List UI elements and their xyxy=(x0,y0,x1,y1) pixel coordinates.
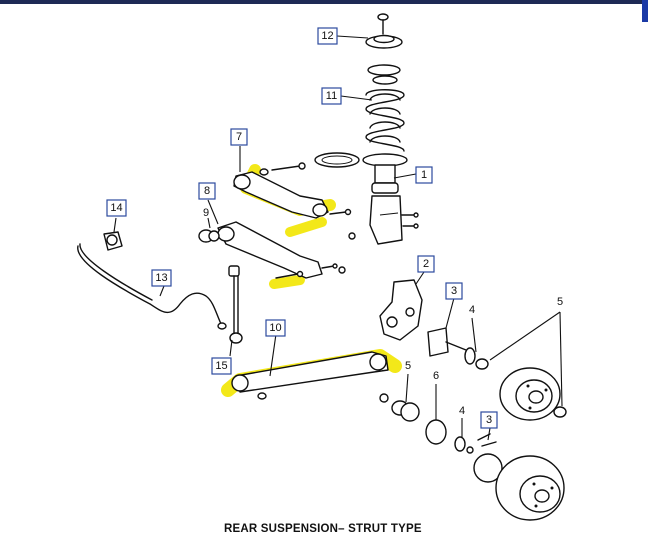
svg-text:2: 2 xyxy=(423,258,429,270)
stabilizer-link xyxy=(217,265,243,344)
svg-text:4: 4 xyxy=(469,304,475,316)
callout-9: 9 xyxy=(203,207,209,219)
steering-knuckle xyxy=(379,279,423,341)
svg-text:6: 6 xyxy=(433,370,439,382)
callout-4-lower: 4 xyxy=(459,405,465,417)
callout-11: 11 xyxy=(321,87,342,105)
svg-text:13: 13 xyxy=(155,272,167,284)
lower-control-arm xyxy=(198,221,356,279)
stabilizer-bar xyxy=(77,243,223,327)
stabilizer-bushing xyxy=(103,231,123,251)
svg-text:3: 3 xyxy=(486,414,492,426)
diagram-caption: REAR SUSPENSION– STRUT TYPE xyxy=(224,523,422,535)
svg-text:9: 9 xyxy=(203,207,209,219)
upper-control-arm xyxy=(233,162,352,219)
svg-text:1: 1 xyxy=(421,169,427,181)
window-corner-tab xyxy=(642,0,648,22)
svg-text:14: 14 xyxy=(110,202,122,214)
callout-5-lower: 5 xyxy=(405,360,411,372)
lateral-link xyxy=(231,351,389,400)
brake-drum-upper xyxy=(499,367,567,421)
callout-13: 13 xyxy=(151,269,172,287)
callout-12: 12 xyxy=(317,27,338,45)
svg-text:10: 10 xyxy=(269,322,281,334)
svg-text:5: 5 xyxy=(405,360,411,372)
callout-2: 2 xyxy=(417,255,435,273)
callout-8: 8 xyxy=(198,182,216,200)
svg-text:7: 7 xyxy=(236,131,242,143)
callout-10: 10 xyxy=(265,319,286,337)
brake-drum-lower xyxy=(495,455,565,521)
callout-15: 15 xyxy=(211,357,232,375)
svg-text:11: 11 xyxy=(326,90,337,102)
leader-lines xyxy=(113,35,563,441)
svg-text:15: 15 xyxy=(215,360,227,372)
svg-text:3: 3 xyxy=(451,285,457,297)
callout-3-upper: 3 xyxy=(445,282,463,300)
svg-text:4: 4 xyxy=(459,405,465,417)
callout-3-lower: 3 xyxy=(480,411,498,429)
callout-14: 14 xyxy=(106,199,127,217)
callout-6: 6 xyxy=(433,370,439,382)
highlight-lower-control-arm xyxy=(269,275,305,289)
svg-text:8: 8 xyxy=(204,185,210,197)
window-top-bar xyxy=(0,0,648,4)
svg-text:5: 5 xyxy=(557,296,563,308)
callout-5-upper: 5 xyxy=(557,296,563,308)
strut-assembly xyxy=(314,13,419,245)
callout-7: 7 xyxy=(230,128,248,146)
callout-4-upper: 4 xyxy=(469,304,475,316)
svg-text:12: 12 xyxy=(321,30,333,42)
callout-1: 1 xyxy=(415,166,433,184)
hub-assembly-lower xyxy=(379,393,503,483)
axle-carrier xyxy=(427,327,489,370)
